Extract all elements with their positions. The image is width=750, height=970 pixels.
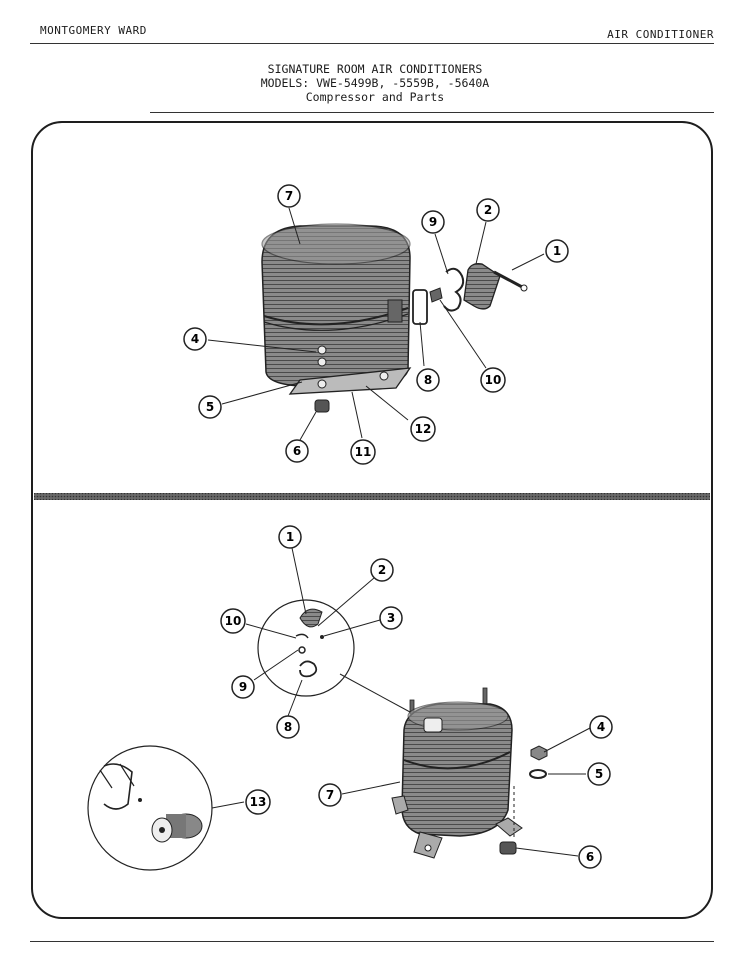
svg-text:9: 9: [239, 680, 247, 694]
callout-top-1: 1: [545, 239, 569, 263]
svg-text:6: 6: [293, 444, 301, 458]
callout-bottom-1: 1: [278, 525, 302, 549]
callout-bottom-3: 3: [379, 606, 403, 630]
svg-text:6: 6: [586, 850, 594, 864]
svg-text:7: 7: [285, 189, 293, 203]
diagram-frame: [31, 121, 713, 919]
bottom-compressor-illustration: [391, 687, 523, 859]
svg-text:10: 10: [485, 373, 502, 387]
bottom-mount-parts: [499, 745, 548, 855]
bottom-callouts: 1 2 3 10 9 8 4 5 7 13 6: [220, 525, 613, 869]
category-label: AIR CONDITIONER: [607, 28, 714, 41]
detail-circle-capacitor: [87, 745, 245, 871]
callout-top-12: 12: [410, 416, 436, 442]
svg-text:5: 5: [206, 400, 214, 414]
footer-rule: [30, 941, 714, 942]
title-line-3: Compressor and Parts: [305, 90, 445, 104]
callout-bottom-10: 10: [220, 608, 246, 634]
svg-text:1: 1: [553, 244, 561, 258]
callout-top-7: 7: [277, 184, 301, 208]
svg-text:12: 12: [415, 422, 432, 436]
callout-top-4: 4: [183, 327, 207, 351]
svg-text:5: 5: [595, 767, 603, 781]
title-block: SIGNATURE ROOM AIR CONDITIONERS MODELS: …: [200, 62, 550, 104]
callout-top-2: 2: [476, 198, 500, 222]
callout-top-8: 8: [416, 368, 440, 392]
svg-text:4: 4: [191, 332, 199, 346]
brand-name: MONTGOMERY WARD: [40, 24, 147, 37]
svg-text:8: 8: [424, 373, 432, 387]
svg-text:3: 3: [387, 611, 395, 625]
title-line-2: MODELS: VWE-5499B, -5559B, -5640A: [260, 76, 490, 90]
top-callouts: 7 9 2 1 4 8 10 5 12 6 11: [183, 184, 569, 465]
panel-divider: [34, 493, 710, 500]
callout-top-9: 9: [421, 210, 445, 234]
svg-text:7: 7: [326, 788, 334, 802]
svg-text:9: 9: [429, 215, 437, 229]
callout-bottom-6: 6: [578, 845, 602, 869]
callout-bottom-7: 7: [318, 783, 342, 807]
top-compressor-illustration: [261, 223, 412, 413]
bottom-leader-lines: [245, 547, 591, 857]
title-line-1: SIGNATURE ROOM AIR CONDITIONERS: [267, 62, 483, 76]
svg-text:8: 8: [284, 720, 292, 734]
callout-top-10: 10: [480, 367, 506, 393]
top-leader-lines: [207, 207, 545, 441]
callout-bottom-2: 2: [370, 558, 394, 582]
svg-text:4: 4: [597, 720, 605, 734]
callout-top-11: 11: [350, 439, 376, 465]
header-rule: [30, 43, 714, 44]
top-small-parts: [412, 262, 528, 325]
svg-text:2: 2: [378, 563, 386, 577]
callout-top-5: 5: [198, 395, 222, 419]
svg-text:1: 1: [286, 530, 294, 544]
callout-bottom-13: 13: [245, 789, 271, 815]
svg-text:13: 13: [250, 795, 267, 809]
callout-bottom-5: 5: [587, 762, 611, 786]
svg-text:2: 2: [484, 203, 492, 217]
callout-bottom-4: 4: [589, 715, 613, 739]
svg-text:10: 10: [225, 614, 242, 628]
callout-bottom-9: 9: [231, 675, 255, 699]
svg-text:11: 11: [355, 445, 372, 459]
title-rule: [150, 112, 714, 113]
callout-bottom-8: 8: [276, 715, 300, 739]
callout-top-6: 6: [285, 439, 309, 463]
